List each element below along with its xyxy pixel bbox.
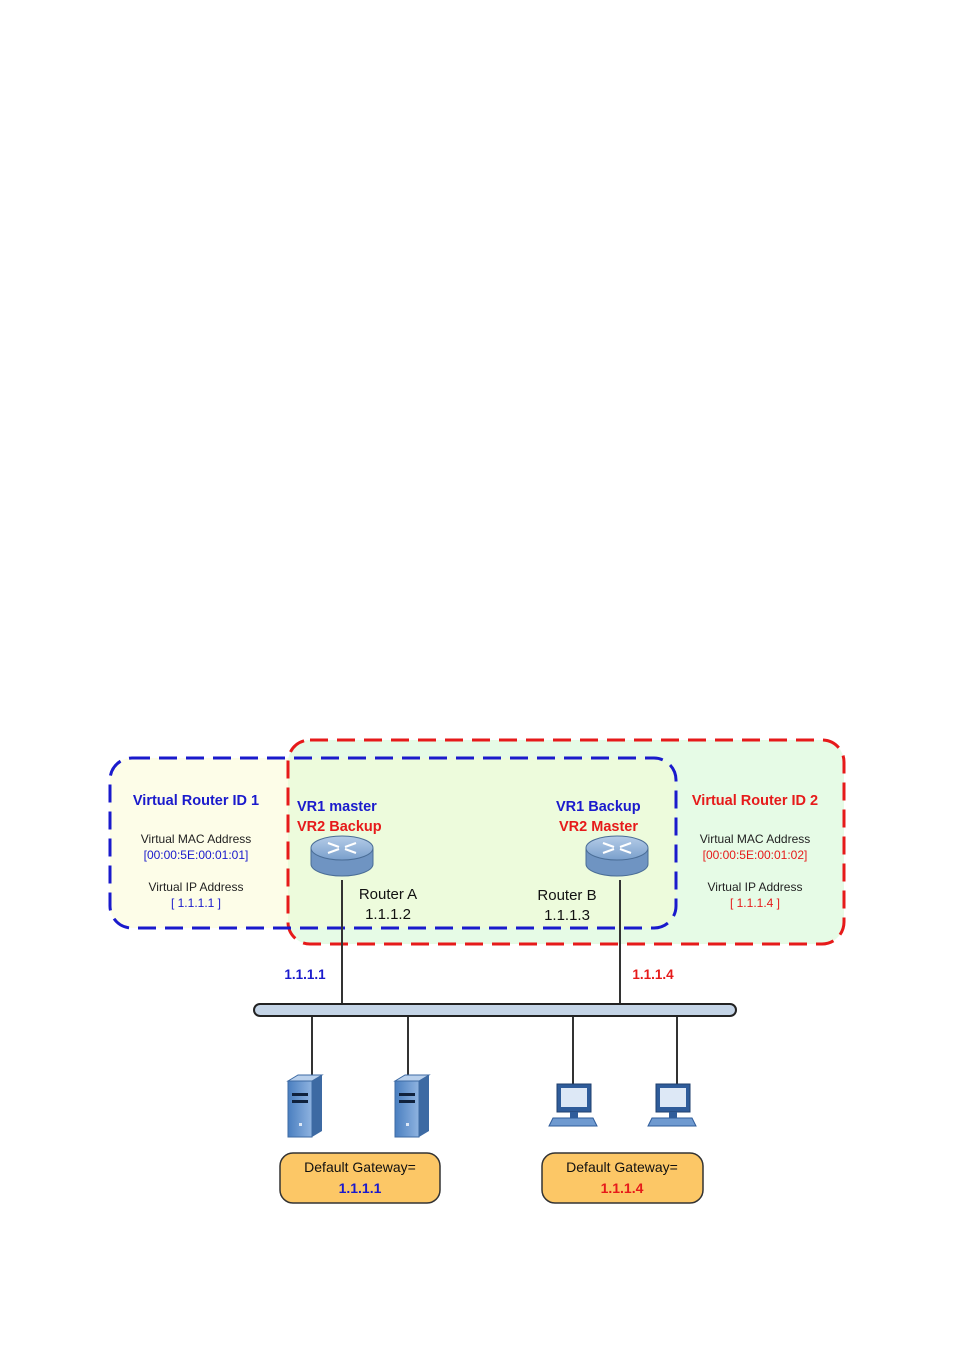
workstation-icon: [548, 1083, 598, 1127]
vr2-ip-label: Virtual IP Address: [708, 880, 803, 894]
vr1-mac-value: [00:00:5E:00:01:01]: [144, 848, 249, 862]
gateway-left-label: Default Gateway=: [304, 1159, 416, 1175]
gateway-right-label: Default Gateway=: [566, 1159, 678, 1175]
vr2-title: Virtual Router ID 2: [692, 793, 818, 809]
server-icon: [393, 1074, 431, 1138]
router-b-ip: 1.1.1.3: [544, 907, 590, 924]
workstation-icon: [647, 1083, 697, 1127]
vr2-ip-value: [ 1.1.1.4 ]: [730, 896, 780, 910]
vr1-title: Virtual Router ID 1: [133, 793, 259, 809]
vr1-mac-label: Virtual MAC Address: [141, 832, 252, 846]
router-a-role-vr1: VR1 master: [297, 799, 377, 815]
router-icon: [310, 835, 374, 877]
router-a-ip: 1.1.1.2: [365, 906, 411, 923]
vr1-ip-value: [ 1.1.1.1 ]: [171, 896, 221, 910]
gateway-box-left: [279, 1152, 441, 1204]
router-b-link-ip: 1.1.1.4: [632, 967, 674, 982]
router-icon: [585, 835, 649, 877]
vr2-region-border: [286, 738, 846, 946]
router-b-role-vr2: VR2 Master: [559, 819, 638, 835]
gateway-left-value: 1.1.1.1: [339, 1180, 382, 1196]
server-icon: [286, 1074, 324, 1138]
lan-bus: [253, 1003, 737, 1017]
router-b-name: Router B: [537, 887, 596, 904]
router-a-name: Router A: [359, 886, 417, 903]
vr2-mac-value: [00:00:5E:00:01:02]: [703, 848, 808, 862]
overlap-region-fill: [288, 758, 676, 928]
vr1-ip-label: Virtual IP Address: [149, 880, 244, 894]
vr1-region-border: [108, 756, 678, 930]
router-a-link-ip: 1.1.1.1: [284, 967, 326, 982]
gateway-box-right: [541, 1152, 704, 1204]
router-a-role-vr2: VR2 Backup: [297, 819, 382, 835]
vr2-mac-label: Virtual MAC Address: [700, 832, 811, 846]
router-b-role-vr1: VR1 Backup: [556, 799, 641, 815]
gateway-right-value: 1.1.1.4: [601, 1180, 644, 1196]
